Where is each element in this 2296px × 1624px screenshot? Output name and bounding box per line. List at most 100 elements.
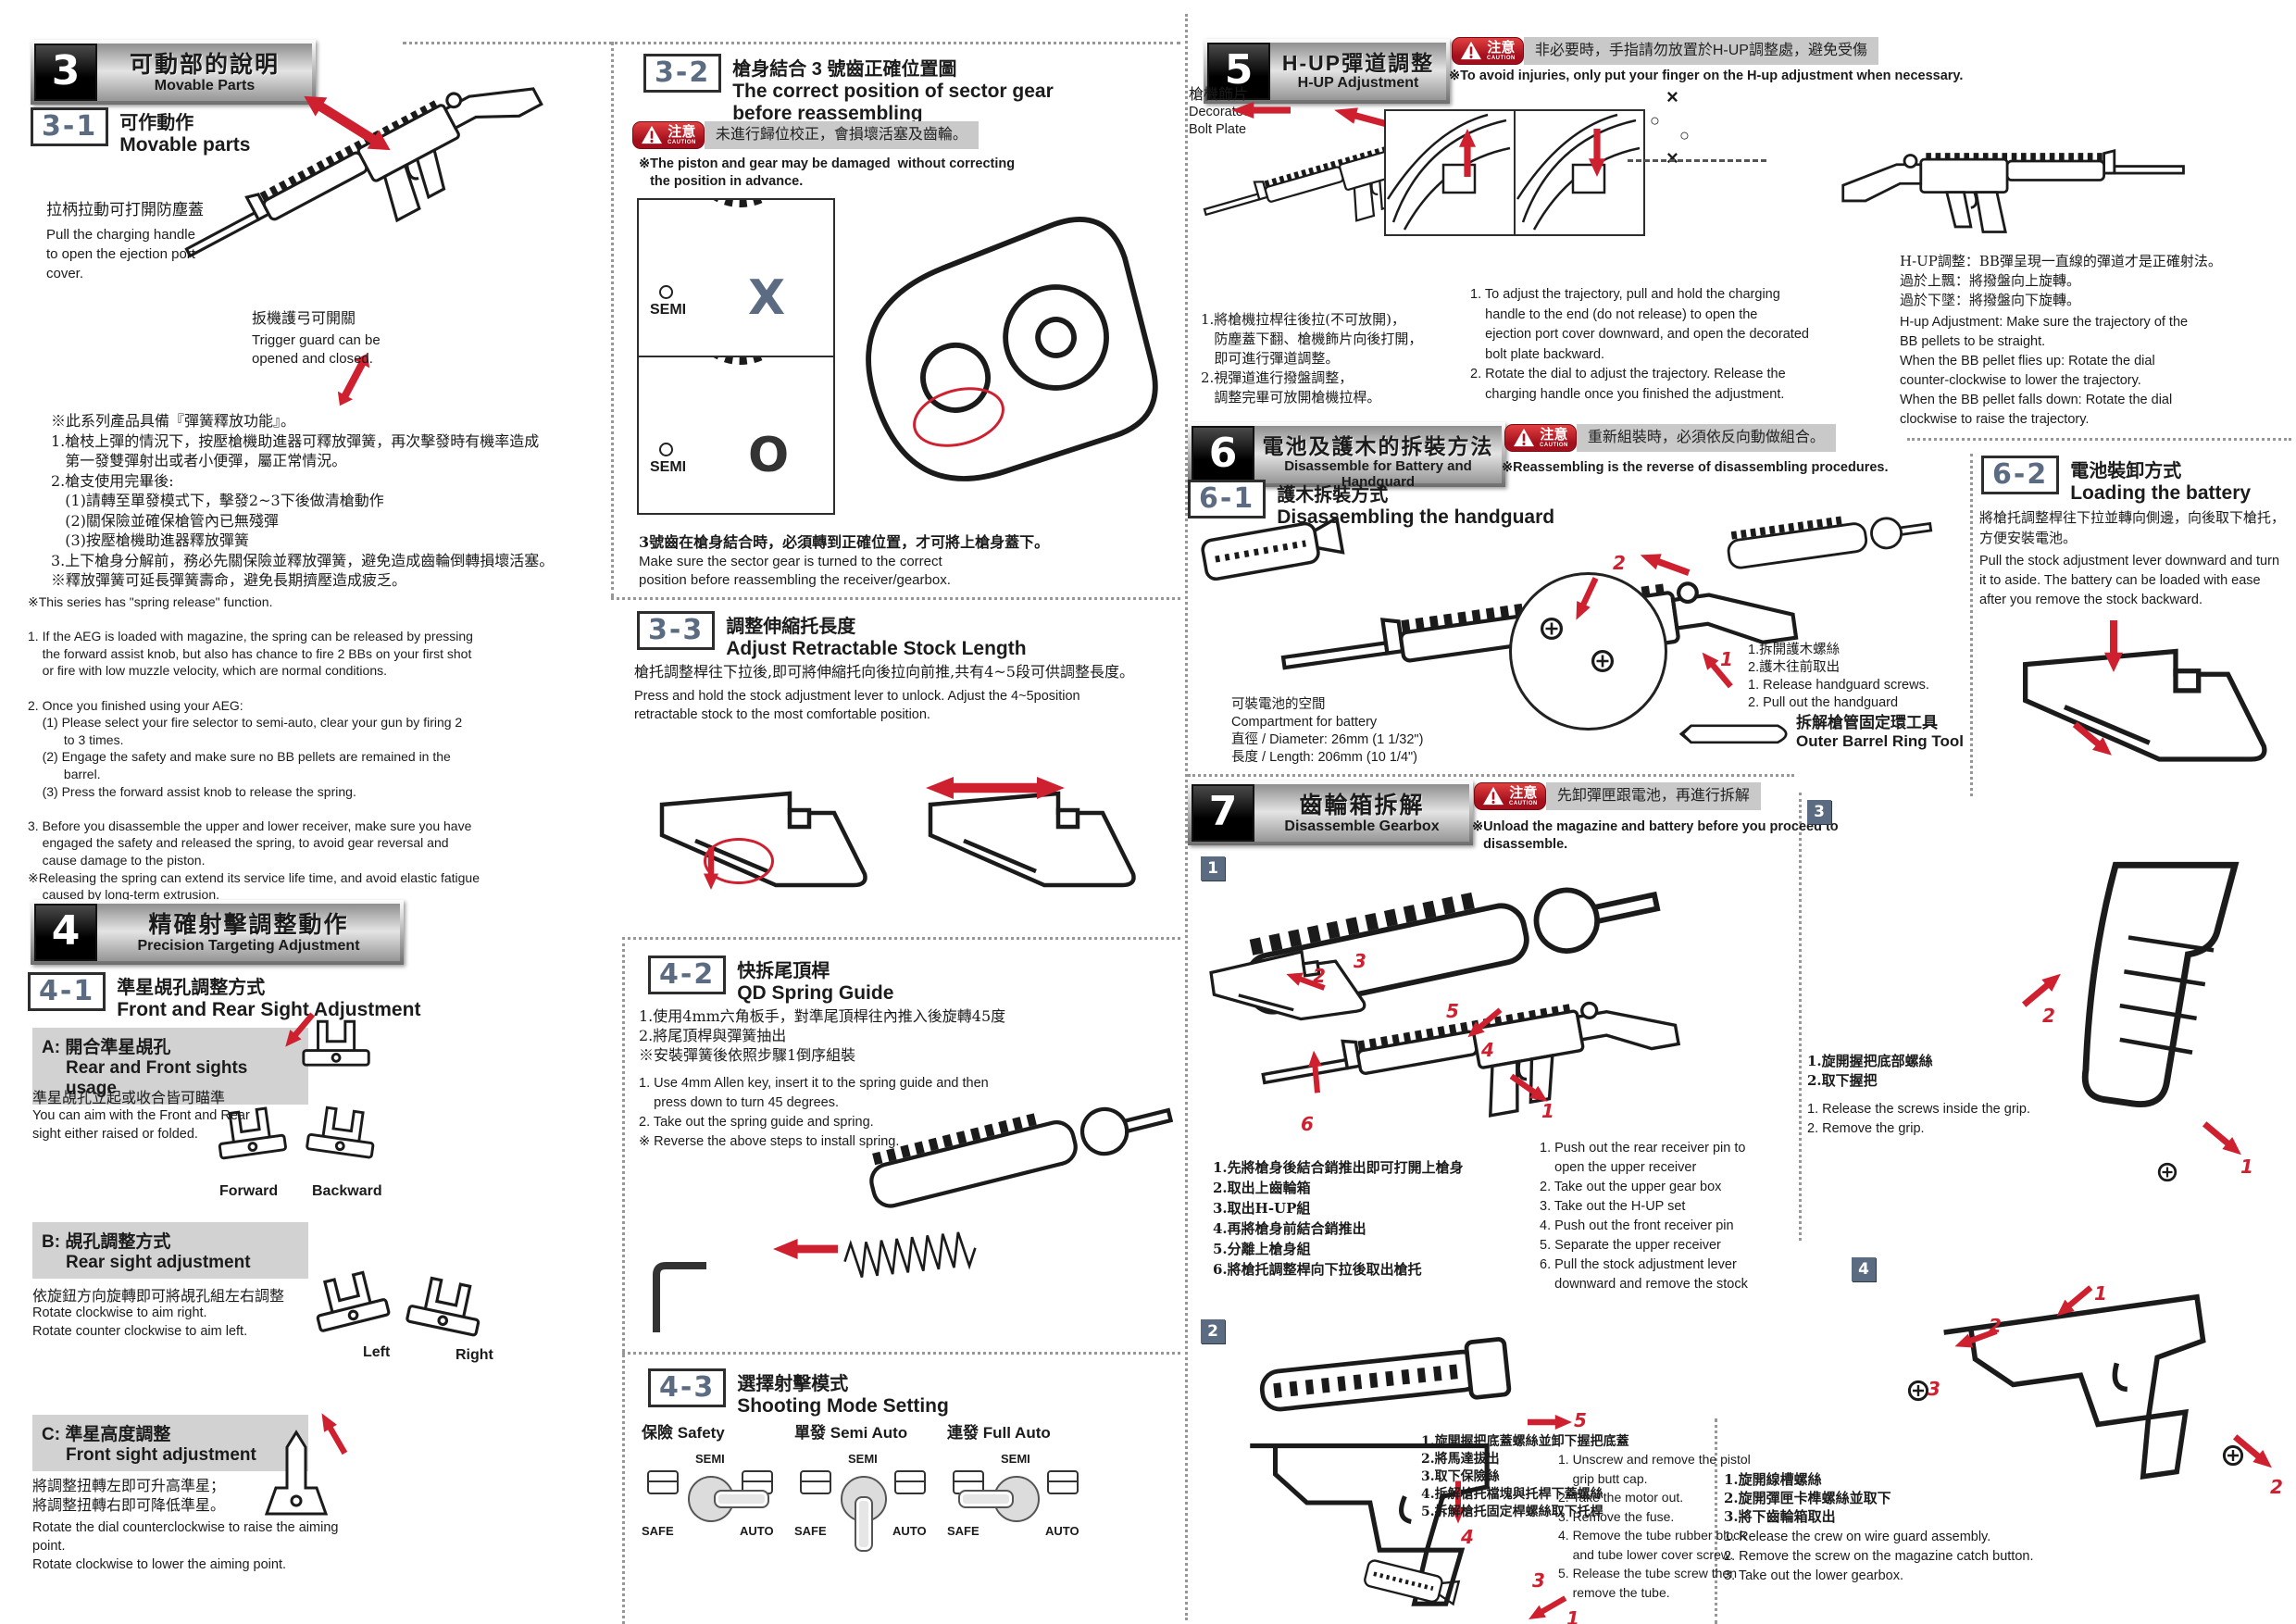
divider <box>1907 438 2291 441</box>
divider <box>622 937 1180 940</box>
c-body-zh: 將調整扭轉左即可升高準星； 將調整扭轉右即可降低準星。 <box>32 1477 226 1514</box>
right-label: Right <box>455 1347 493 1363</box>
mode-semi-en: Semi Auto <box>830 1424 908 1442</box>
caution-5-text: 非必要時，手指請勿放置於H-UP調整處，避免受傷 <box>1523 37 1878 65</box>
screw-icon <box>2157 1162 2177 1182</box>
subsection-a-zh: A: 開合準星覘孔 <box>42 1038 171 1057</box>
sub-6-1-header: 6-1 護木拆裝方式 Disassembling the handguard <box>1188 480 1554 529</box>
hup-steps-zh: 1.將槍機拉桿往後拉(不可放開)， 防塵蓋下翻、槍機飾片向後打開， 即可進行彈道… <box>1201 311 1423 406</box>
caution-label-en: CAUTION <box>1540 442 1568 448</box>
auto-label: AUTO <box>1045 1524 1079 1538</box>
sub-3-2-title-zh: 槍身結合 3 號齒正確位置圖 <box>732 59 957 80</box>
auto-label: AUTO <box>892 1524 927 1538</box>
mode-semi-zh: 單發 <box>794 1424 826 1443</box>
sight-diagram <box>307 1267 392 1333</box>
section-3-title-zh: 可動部的說明 <box>129 52 280 78</box>
sub-3-2-header: 3-2 槍身結合 3 號齒正確位置圖 The correct position … <box>643 54 1054 125</box>
bolt-plate-en: Decorated Bolt Plate <box>1189 105 1251 137</box>
selector-knob-full-auto: SEMI SAFE AUTO <box>947 1443 1086 1554</box>
mode-full-auto-en: Full Auto <box>982 1424 1051 1442</box>
spring-diagram <box>842 1229 979 1280</box>
qd-spring-en: 1. Use 4mm Allen key, insert it to the s… <box>639 1076 989 1149</box>
semi-label: SEMI <box>1001 1452 1030 1466</box>
pistol-grip-diagram <box>2065 852 2277 1130</box>
red-step-number: 2 <box>2042 1005 2055 1027</box>
spring-release-zh: ※此系列產品具備『彈簧釋放功能』。 1.槍枝上彈的情況下，按壓槍機助進器可釋放彈… <box>51 412 555 589</box>
semi-label: SEMI <box>695 1452 725 1466</box>
trajectory-x-mark: × <box>1666 146 1678 169</box>
warning-triangle-icon <box>1514 428 1534 447</box>
sub-3-3-title-en: Adjust Retractable Stock Length <box>726 638 1027 659</box>
subsection-c-en: Front sight adjustment <box>66 1445 256 1465</box>
sight-diagram <box>214 1105 288 1160</box>
divider <box>622 937 625 1624</box>
gearbox-step3-en: 1. Release the screws inside the grip. 2… <box>1807 1102 2030 1136</box>
handguard-steps: 1.拆開護木螺絲 2.護木往前取出 1. Release handguard s… <box>1748 643 1929 710</box>
selector-ear-icon <box>800 1470 831 1494</box>
caution-chip: 注意 CAUTION <box>1452 37 1524 65</box>
subsection-b-en: Rear sight adjustment <box>66 1253 251 1272</box>
correct-mark: O <box>748 428 790 483</box>
trigger-note-zh: 扳機護弓可開關 <box>252 309 356 327</box>
red-step-number: 1 <box>2094 1282 2107 1305</box>
forward-label: Forward <box>219 1183 279 1199</box>
dial-zoom-art <box>1386 113 1511 231</box>
selector-lever-icon <box>958 1490 1014 1508</box>
subsection-a-header: A: 開合準星覘孔 Rear and Front sights usage <box>32 1028 308 1105</box>
step-marker-2: 2 <box>1201 1319 1225 1343</box>
trigger-note-en: Trigger guard can be opened and closed. <box>252 332 381 367</box>
sub-3-1-title-zh: 可作動作 <box>119 113 194 133</box>
caution-6: 注意 CAUTION 重新組裝時，必須依反向動做組合。 <box>1504 424 1836 452</box>
red-step-number: 4 <box>1461 1526 1474 1548</box>
semi-label: SEMI <box>848 1452 878 1466</box>
section-6-number: 6 <box>1192 426 1254 483</box>
section-3-number: 3 <box>34 44 97 101</box>
caution-6-note-en: ※Reassembling is the reverse of disassem… <box>1502 460 1889 475</box>
qd-spring-zh: 1.使用4mm六角板手，對準尾頂桿往內推入後旋轉45度 2.將尾頂桿與彈簧抽出 … <box>639 1007 1006 1064</box>
red-step-number: 3 <box>1532 1569 1545 1592</box>
red-step-number: 2 <box>2270 1476 2283 1498</box>
sub-4-1-title-zh: 準星覘孔調整方式 <box>117 978 266 998</box>
divider <box>1185 14 1188 1620</box>
sub-3-3-title-zh: 調整伸縮托長度 <box>726 617 856 637</box>
subsection-b-zh: B: 覘孔調整方式 <box>42 1232 171 1252</box>
red-arrow-icon <box>1569 575 1603 623</box>
sub-6-1-title-en: Disassembling the handguard <box>1277 506 1555 528</box>
divider <box>1715 1418 1717 1624</box>
caution-5-note-en: ※To avoid injuries, only put your finger… <box>1449 69 1964 83</box>
red-arrow-icon <box>1528 1415 1572 1430</box>
divider <box>1799 793 1802 1241</box>
left-label: Left <box>363 1344 391 1360</box>
screw-icon <box>2222 1444 2244 1467</box>
sector-gear-panel: SEMI X SEMI O <box>637 198 835 515</box>
screw-icon <box>1907 1380 1929 1402</box>
mode-safety: 保險 Safety SEMI SAFE AUTO <box>642 1419 780 1554</box>
trajectory-o-mark: ○ <box>1650 111 1660 130</box>
a-body-zh: 準星覘孔立起或收合皆可瞄準 <box>32 1089 226 1106</box>
selector-ear-icon <box>894 1470 926 1494</box>
sector-gear-wrong: SEMI X <box>639 200 833 357</box>
sub-3-2-title-en: The correct position of sector gear befo… <box>732 81 1054 124</box>
section-5-title-en: H-UP Adjustment <box>1297 75 1419 91</box>
section-7-title-en: Disassemble Gearbox <box>1284 818 1440 834</box>
hup-right-zh: H-UP調整：BB彈呈現一直線的彈道才是正確射法。 過於上飄：將撥盤向上旋轉。 … <box>1900 253 2222 308</box>
sub-6-1-number: 6-1 <box>1188 480 1267 518</box>
stock-length-en: Press and hold the stock adjustment leve… <box>634 689 1080 722</box>
sub-3-1-title-en: Movable parts <box>119 134 251 156</box>
red-step-number: 1 <box>1566 1607 1579 1624</box>
red-step-number: 3 <box>1354 950 1366 972</box>
lower-receiver-diagram <box>1894 1258 2281 1519</box>
safe-label: SAFE <box>794 1524 827 1538</box>
subsection-a-en: Rear and Front sights usage <box>66 1058 248 1098</box>
step-marker-3: 3 <box>1807 800 1831 824</box>
sub-4-1-header: 4-1 準星覘孔調整方式 Front and Rear Sight Adjust… <box>28 972 420 1021</box>
bolt-plate-label: 槍機飾片 Decorated Bolt Plate <box>1189 81 1251 139</box>
allen-key-icon <box>643 1255 718 1343</box>
divider <box>1188 774 1794 777</box>
section-5-banner: 5 H-UP彈道調整 H-UP Adjustment <box>1204 39 1450 104</box>
sub-4-1-number: 4-1 <box>28 972 106 1011</box>
sub-6-2-number: 6-2 <box>1981 456 2060 494</box>
step-marker-4: 4 <box>1852 1257 1876 1281</box>
caution-label-en: CAUTION <box>1509 800 1538 806</box>
section-6-title-zh: 電池及護木的拆裝方法 <box>1262 434 1494 458</box>
